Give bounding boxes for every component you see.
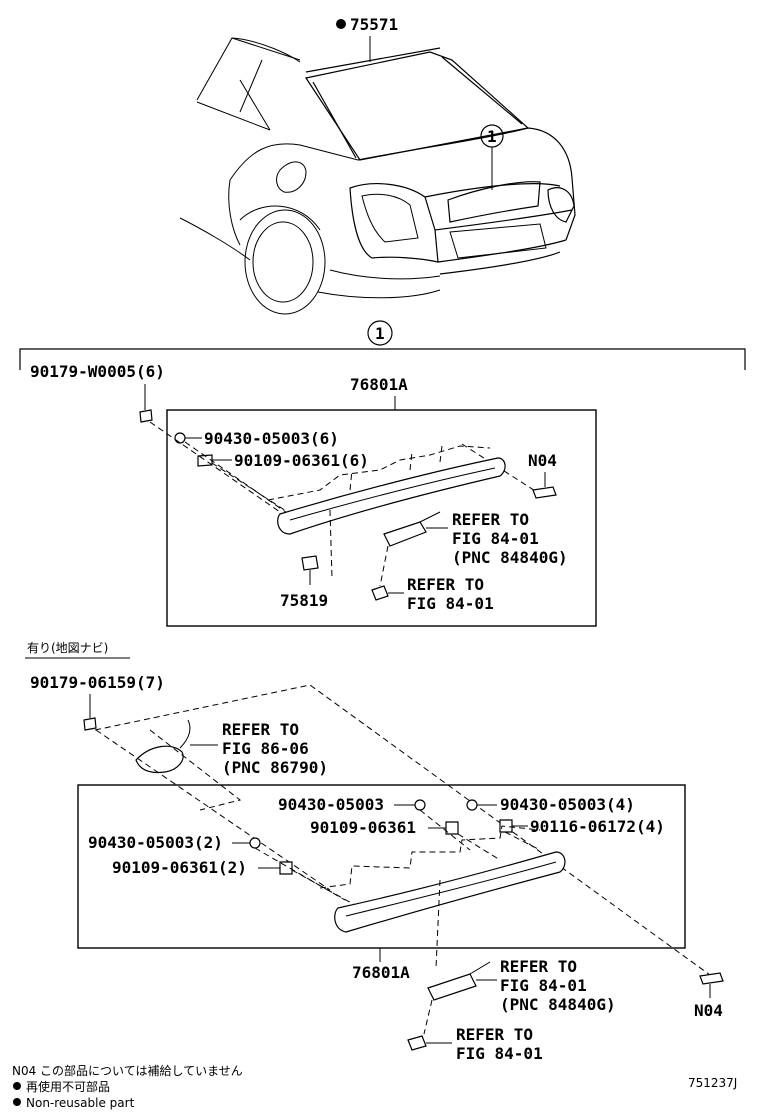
section-2-box — [77, 784, 686, 949]
label-90109-06361-2: 90109-06361(2) — [112, 858, 247, 877]
bolt-90179-06159 — [83, 717, 97, 731]
section-1-box — [166, 409, 597, 627]
label-90116-06172-4: 90116-06172(4) — [530, 817, 665, 836]
label-90179-W0005: 90179-W0005(6) — [30, 362, 165, 381]
lamp-socket-s2 — [427, 973, 477, 1001]
footer-dot-jp — [13, 1082, 21, 1090]
footer-note-jp: 再使用不可部品 — [26, 1079, 110, 1094]
refer-s1-b-line2: FIG 84-01 — [407, 594, 494, 613]
label-90109-06361-a: 90109-06361 — [310, 818, 416, 837]
label-76801A-bottom: 76801A — [352, 963, 410, 982]
lamp-socket-s1 — [383, 521, 427, 547]
label-90430-05003-2: 90430-05003(2) — [88, 833, 223, 852]
refer-s2-a-line1: REFER TO — [222, 720, 299, 739]
clip-90430-s2-c — [249, 837, 261, 849]
refer-s1-b-line1: REFER TO — [407, 575, 484, 594]
car-rear-illustration — [179, 37, 576, 315]
part-n04-s2 — [699, 972, 724, 985]
label-90109-06361-6: 90109-06361(6) — [234, 451, 369, 470]
label-n04-s1: N04 — [528, 451, 557, 470]
refer-s2-b-line1: REFER TO — [500, 957, 577, 976]
high-mount-stop-lamp-s1 — [267, 445, 506, 535]
footer-dot-en — [13, 1098, 21, 1106]
part-n04-s1 — [532, 486, 557, 499]
part-75819 — [301, 555, 319, 571]
bulb-s1 — [371, 585, 389, 601]
clip-90430-s1 — [174, 432, 186, 444]
footer-note-en: Non-reusable part — [26, 1096, 135, 1110]
bolt-90179-W0005 — [139, 409, 153, 423]
high-mount-stop-lamp-s2 — [319, 825, 566, 933]
refer-s2-b-line3: (PNC 84840G) — [500, 995, 616, 1014]
label-76801A-top: 76801A — [350, 375, 408, 394]
footer-note-n04: N04 この部品については補給していません — [12, 1063, 243, 1078]
label-90430-05003-6: 90430-05003(6) — [204, 429, 339, 448]
refer-s1-a-line2: FIG 84-01 — [452, 529, 539, 548]
figure-id: 751237J — [688, 1076, 737, 1090]
refer-s1-a-line1: REFER TO — [452, 510, 529, 529]
section-1-bracket — [19, 348, 746, 370]
screw-90109-s2-c — [279, 861, 293, 875]
label-n04-s2: N04 — [694, 1001, 723, 1020]
refer-s1-a-line3: (PNC 84840G) — [452, 548, 568, 567]
bulb-s2 — [407, 1035, 427, 1051]
screw-90116-s2 — [499, 819, 513, 833]
label-90430-05003-a: 90430-05003 — [278, 795, 384, 814]
section-2-heading: 有り(地図ナビ) — [27, 641, 108, 655]
callout-1b-circle — [367, 320, 393, 346]
callout-1-text: 1 — [487, 127, 497, 146]
callout-1b-text: 1 — [375, 324, 385, 343]
label-90430-05003-4: 90430-05003(4) — [500, 795, 635, 814]
refer-s2-c-line1: REFER TO — [456, 1025, 533, 1044]
clip-90430-s2-a — [414, 799, 426, 811]
label-75819: 75819 — [280, 591, 328, 610]
refer-s2-c-line2: FIG 84-01 — [456, 1044, 543, 1063]
clip-90430-s2-b — [466, 799, 478, 811]
label-90179-06159: 90179-06159(7) — [30, 673, 165, 692]
label-75571: 75571 — [350, 15, 398, 34]
refer-s2-a-line2: FIG 86-06 — [222, 739, 309, 758]
refer-s2-a-line3: (PNC 86790) — [222, 758, 328, 777]
refer-s2-b-line2: FIG 84-01 — [500, 976, 587, 995]
non-reusable-dot-75571 — [336, 19, 346, 29]
